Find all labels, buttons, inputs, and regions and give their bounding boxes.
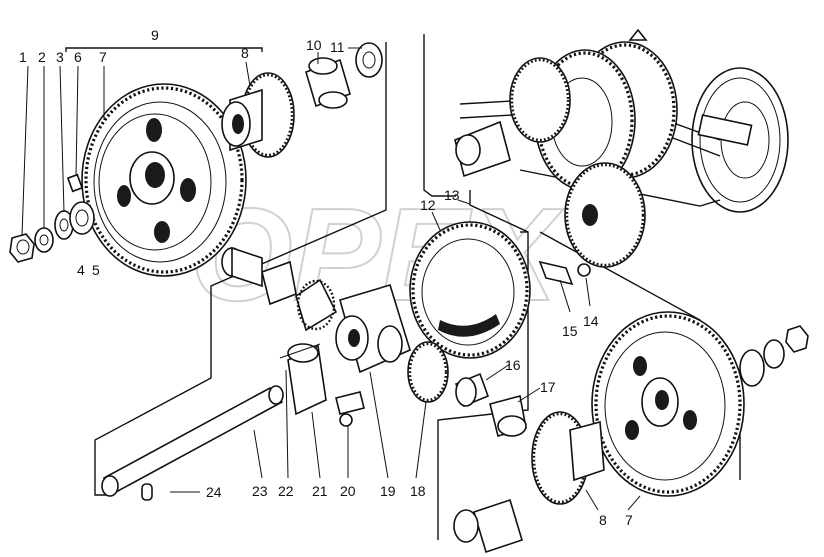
gear-8-top xyxy=(221,72,295,158)
callout-21: 21 xyxy=(312,483,328,499)
callout-23: 23 xyxy=(252,483,268,499)
callout-5: 5 xyxy=(92,262,100,278)
callout-12: 12 xyxy=(420,197,436,213)
parts-10-11 xyxy=(305,42,383,109)
callout-17: 17 xyxy=(540,379,556,395)
callout-7-bottom: 7 xyxy=(625,512,633,528)
callout-24: 24 xyxy=(206,484,222,500)
callout-19: 19 xyxy=(380,483,396,499)
callout-1: 1 xyxy=(19,49,27,65)
parts-14-15 xyxy=(538,260,591,286)
callout-6: 6 xyxy=(74,49,82,65)
parts-20-22 xyxy=(279,343,365,427)
callout-8-top: 8 xyxy=(241,45,249,61)
bevel-assembly-19 xyxy=(221,246,411,374)
gearbox-assembly xyxy=(454,28,789,268)
callout-16: 16 xyxy=(505,357,521,373)
callout-15: 15 xyxy=(562,323,578,339)
callout-10: 10 xyxy=(306,37,322,53)
shaft-23 xyxy=(101,385,284,501)
gear-7-left xyxy=(81,83,247,277)
callout-13: 13 xyxy=(444,187,460,203)
bevel-gear-18 xyxy=(407,341,449,403)
callout-8-bottom: 8 xyxy=(599,512,607,528)
parts-1-6 xyxy=(9,173,95,263)
gear-12 xyxy=(409,221,531,359)
callout-11: 11 xyxy=(330,39,345,55)
leader-lines xyxy=(21,47,641,511)
callout-9: 9 xyxy=(151,27,159,43)
callout-labels: 1 2 3 6 7 4 5 9 8 10 11 12 13 14 15 16 1… xyxy=(19,27,633,528)
parts-16-17 xyxy=(454,372,527,437)
callout-7-top: 7 xyxy=(99,49,107,65)
bevel-gear-8-bottom xyxy=(453,411,605,554)
callout-20: 20 xyxy=(340,483,356,499)
callout-14: 14 xyxy=(583,313,599,329)
gear-7-right xyxy=(591,311,809,497)
callout-2: 2 xyxy=(38,49,46,65)
callout-3: 3 xyxy=(56,49,64,65)
frame-lines xyxy=(65,34,741,540)
callout-18: 18 xyxy=(410,483,426,499)
callout-4: 4 xyxy=(77,262,85,278)
callout-22: 22 xyxy=(278,483,294,499)
